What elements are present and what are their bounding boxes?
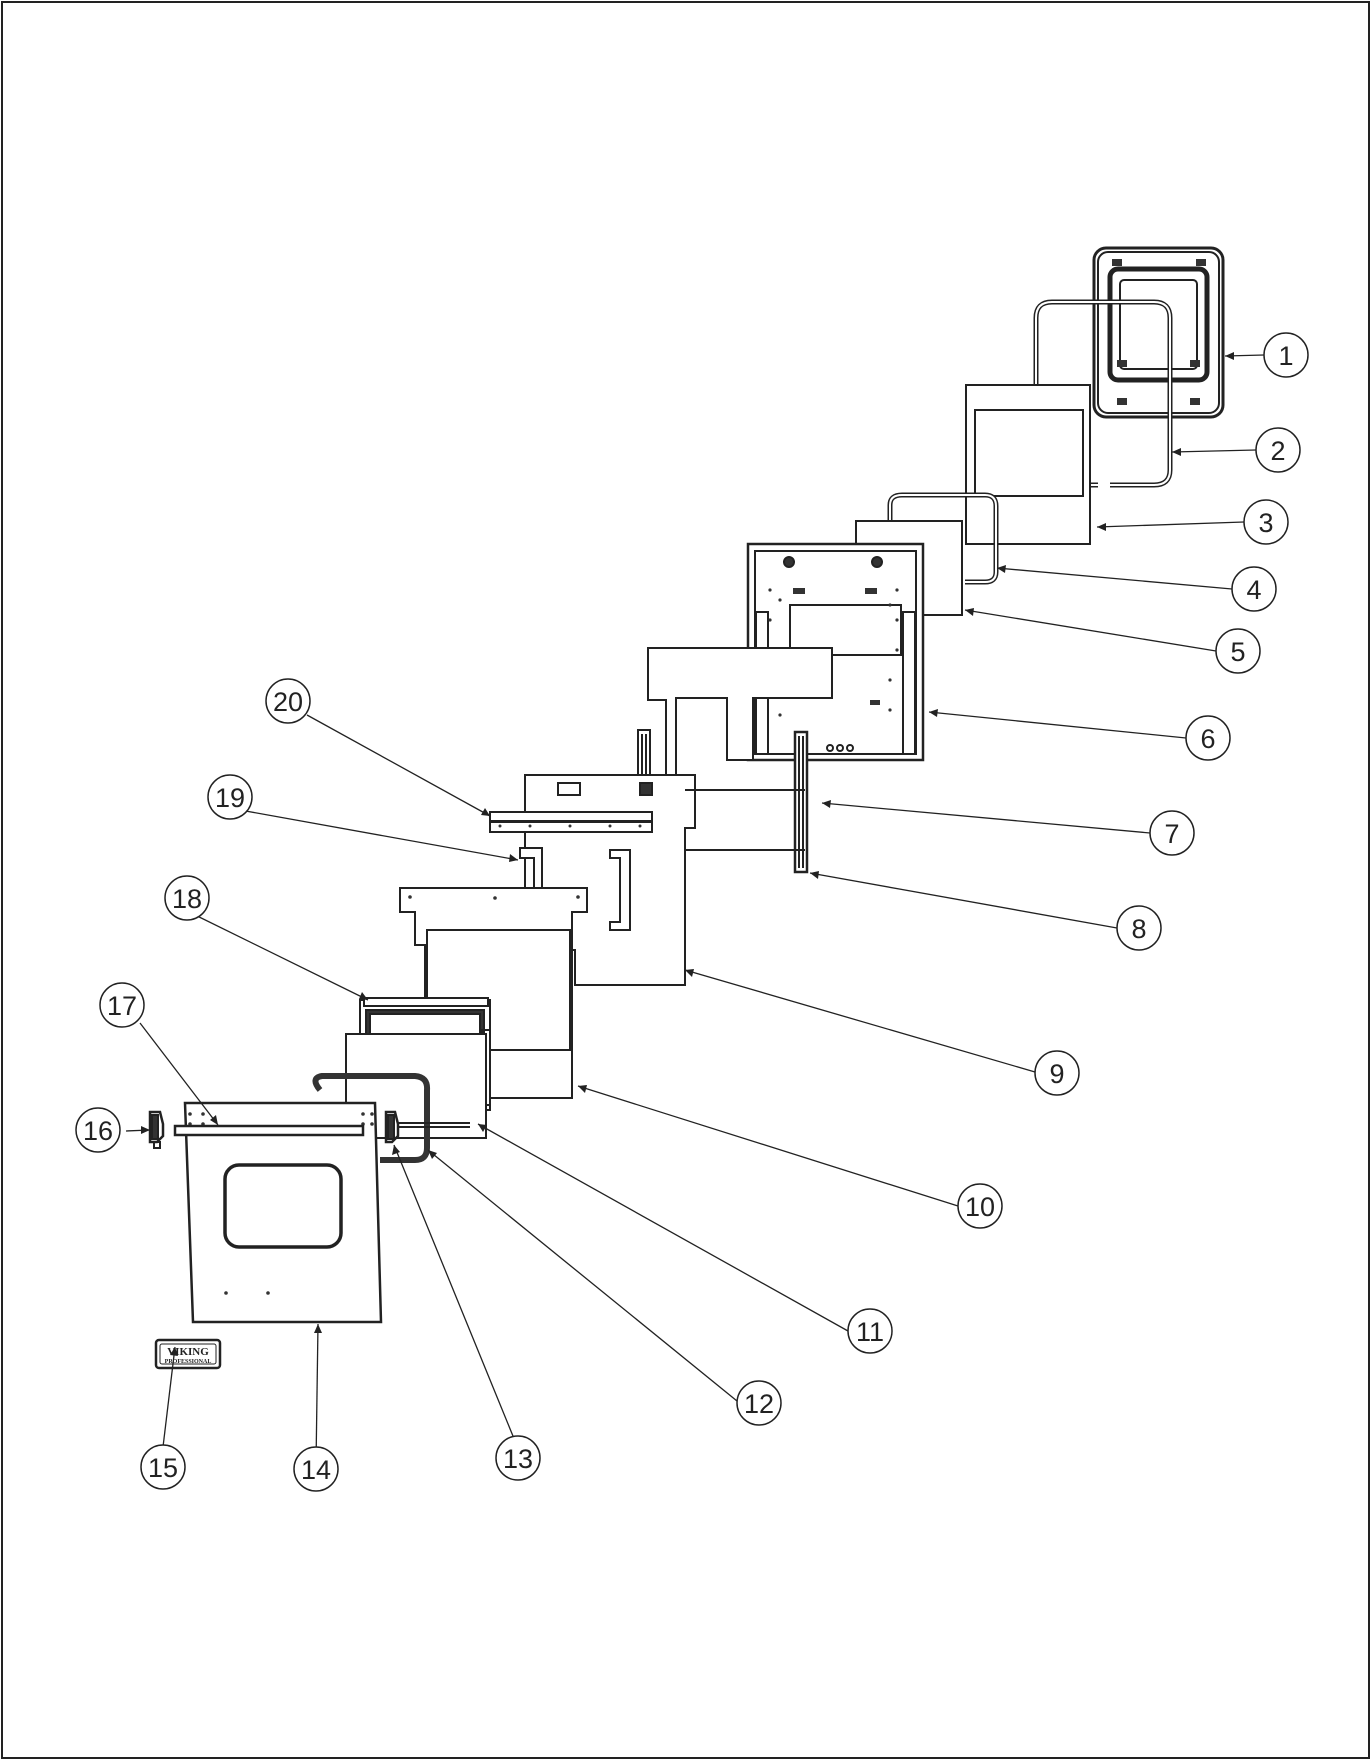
callout-label-20: 20 — [273, 687, 303, 717]
part-1-door-frame — [1092, 246, 1225, 419]
callout-label-18: 18 — [172, 884, 202, 914]
part-3-glass-panel — [965, 384, 1091, 545]
callout-label-17: 17 — [107, 991, 137, 1021]
callout-label-9: 9 — [1049, 1059, 1064, 1089]
callout-circle-9 — [1034, 1050, 1080, 1096]
callout-label-19: 19 — [215, 783, 245, 813]
callout-circle-4 — [1231, 566, 1277, 612]
callout-circle-10 — [957, 1183, 1003, 1229]
callout-label-8: 8 — [1131, 914, 1146, 944]
callout-label-11: 11 — [856, 1317, 884, 1347]
callout-label-10: 10 — [965, 1192, 995, 1222]
part-7-inner-frame — [647, 647, 833, 781]
leader-lines — [125, 354, 1265, 1466]
callout-circle-5 — [1215, 628, 1261, 674]
part-6-inner-liner — [746, 542, 925, 762]
callout-circles — [75, 332, 1309, 1492]
callout-label-16: 16 — [83, 1116, 113, 1146]
callout-circle-19 — [207, 774, 253, 820]
callout-label-3: 3 — [1258, 508, 1273, 538]
callout-circle-6 — [1185, 715, 1231, 761]
callout-circle-11 — [847, 1308, 893, 1354]
part-4-wire — [887, 492, 999, 585]
callout-label-13: 13 — [503, 1444, 533, 1474]
callout-circle-15 — [140, 1444, 186, 1490]
part-15-logo-badge: VIKING PROFESSIONAL — [154, 1338, 222, 1370]
callout-circle-14 — [293, 1446, 339, 1492]
callout-circle-16 — [75, 1107, 121, 1153]
part-14-outer-door — [183, 1101, 383, 1324]
callout-label-1: 1 — [1278, 341, 1293, 371]
callout-circle-7 — [1149, 810, 1195, 856]
callout-circle-3 — [1243, 499, 1289, 545]
callout-label-12: 12 — [744, 1389, 774, 1419]
logo-brand-text: VIKING — [167, 1346, 209, 1358]
part-16-left-end-cap — [148, 1110, 165, 1149]
callout-circle-18 — [164, 875, 210, 921]
callout-label-15: 15 — [148, 1453, 178, 1483]
callout-label-6: 6 — [1200, 724, 1215, 754]
callout-circle-13 — [495, 1435, 541, 1481]
callout-circle-2 — [1255, 427, 1301, 473]
callout-circle-12 — [736, 1380, 782, 1426]
logo-sub-text: PROFESSIONAL — [165, 1359, 212, 1365]
callout-circle-8 — [1116, 905, 1162, 951]
part-12-gasket — [312, 1073, 431, 1163]
callout-circle-17 — [99, 982, 145, 1028]
callout-label-5: 5 — [1230, 637, 1245, 667]
part-17-handle-bar — [173, 1124, 365, 1137]
part-13-right-end-cap — [384, 1110, 470, 1144]
callout-circle-20 — [265, 678, 311, 724]
leader-arrowheads — [141, 352, 1234, 1356]
callout-label-14: 14 — [301, 1455, 331, 1485]
callout-circle-1 — [1263, 332, 1309, 378]
part-20-top-trim — [489, 811, 653, 833]
callout-label-2: 2 — [1270, 436, 1285, 466]
callout-label-7: 7 — [1164, 819, 1179, 849]
callout-label-4: 4 — [1246, 575, 1261, 605]
callout-labels: 1 2 3 4 5 6 7 8 9 10 11 12 13 14 15 16 1… — [83, 341, 1294, 1485]
